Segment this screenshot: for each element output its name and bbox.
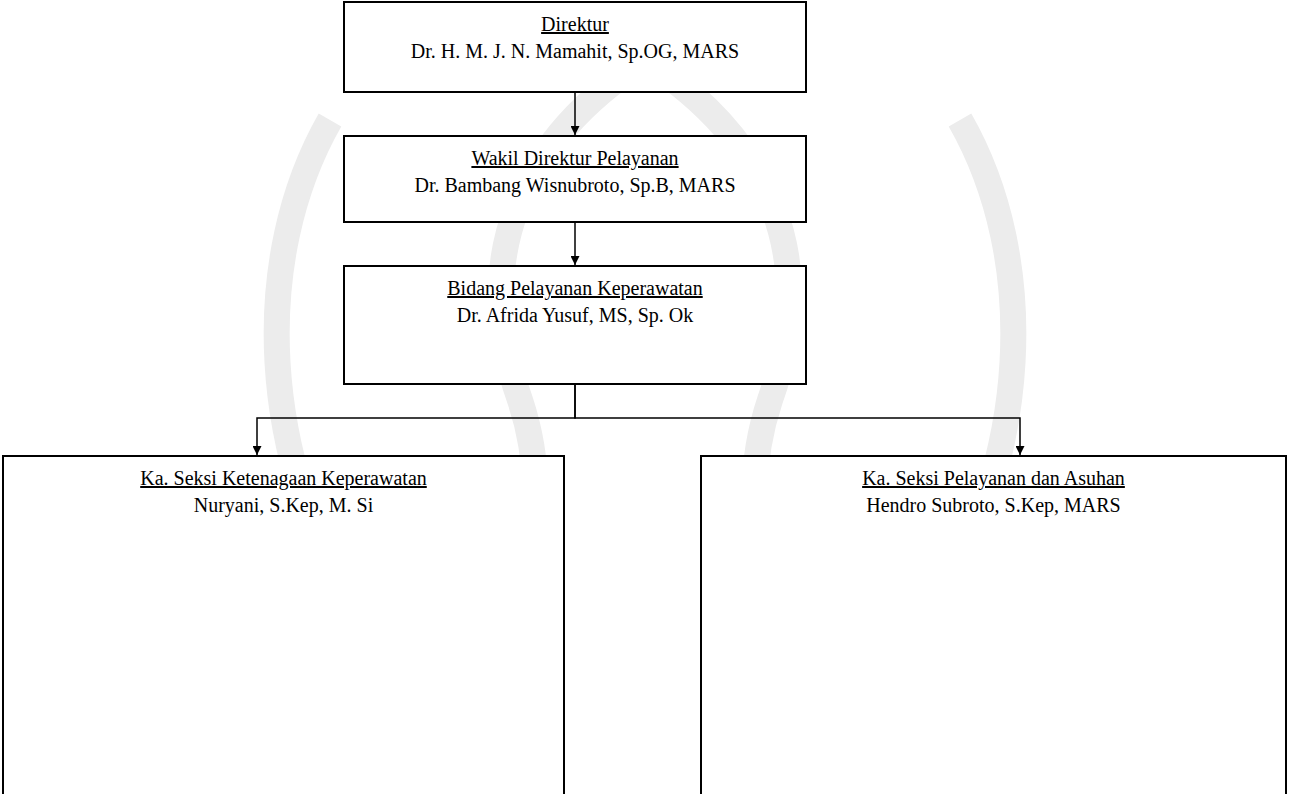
- hierarchy-arrow: [575, 385, 1020, 455]
- person-name: Dr. Bambang Wisnubroto, Sp.B, MARS: [355, 172, 795, 199]
- person-name: Dr. Afrida Yusuf, MS, Sp. Ok: [355, 302, 795, 329]
- position-title: Bidang Pelayanan Keperawatan: [355, 275, 795, 302]
- org-box: DirekturDr. H. M. J. N. Mamahit, Sp.OG, …: [343, 1, 807, 93]
- position-title: Ka. Seksi Ketenagaan Keperawatan: [14, 465, 553, 492]
- person-name: Nuryani, S.Kep, M. Si: [14, 492, 553, 519]
- org-box: Bidang Pelayanan KeperawatanDr. Afrida Y…: [343, 265, 807, 385]
- org-box: Wakil Direktur PelayananDr. Bambang Wisn…: [343, 135, 807, 223]
- hierarchy-arrow: [257, 385, 575, 455]
- hierarchy-arrow: [574, 93, 576, 135]
- position-title: Direktur: [355, 11, 795, 38]
- person-name: Hendro Subroto, S.Kep, MARS: [712, 492, 1275, 519]
- hierarchy-arrow: [574, 223, 576, 265]
- position-title: Wakil Direktur Pelayanan: [355, 145, 795, 172]
- person-name: Dr. H. M. J. N. Mamahit, Sp.OG, MARS: [355, 38, 795, 65]
- org-box: Ka. Seksi Ketenagaan KeperawatanNuryani,…: [2, 455, 565, 794]
- org-box: Ka. Seksi Pelayanan dan AsuhanHendro Sub…: [700, 455, 1287, 794]
- position-title: Ka. Seksi Pelayanan dan Asuhan: [712, 465, 1275, 492]
